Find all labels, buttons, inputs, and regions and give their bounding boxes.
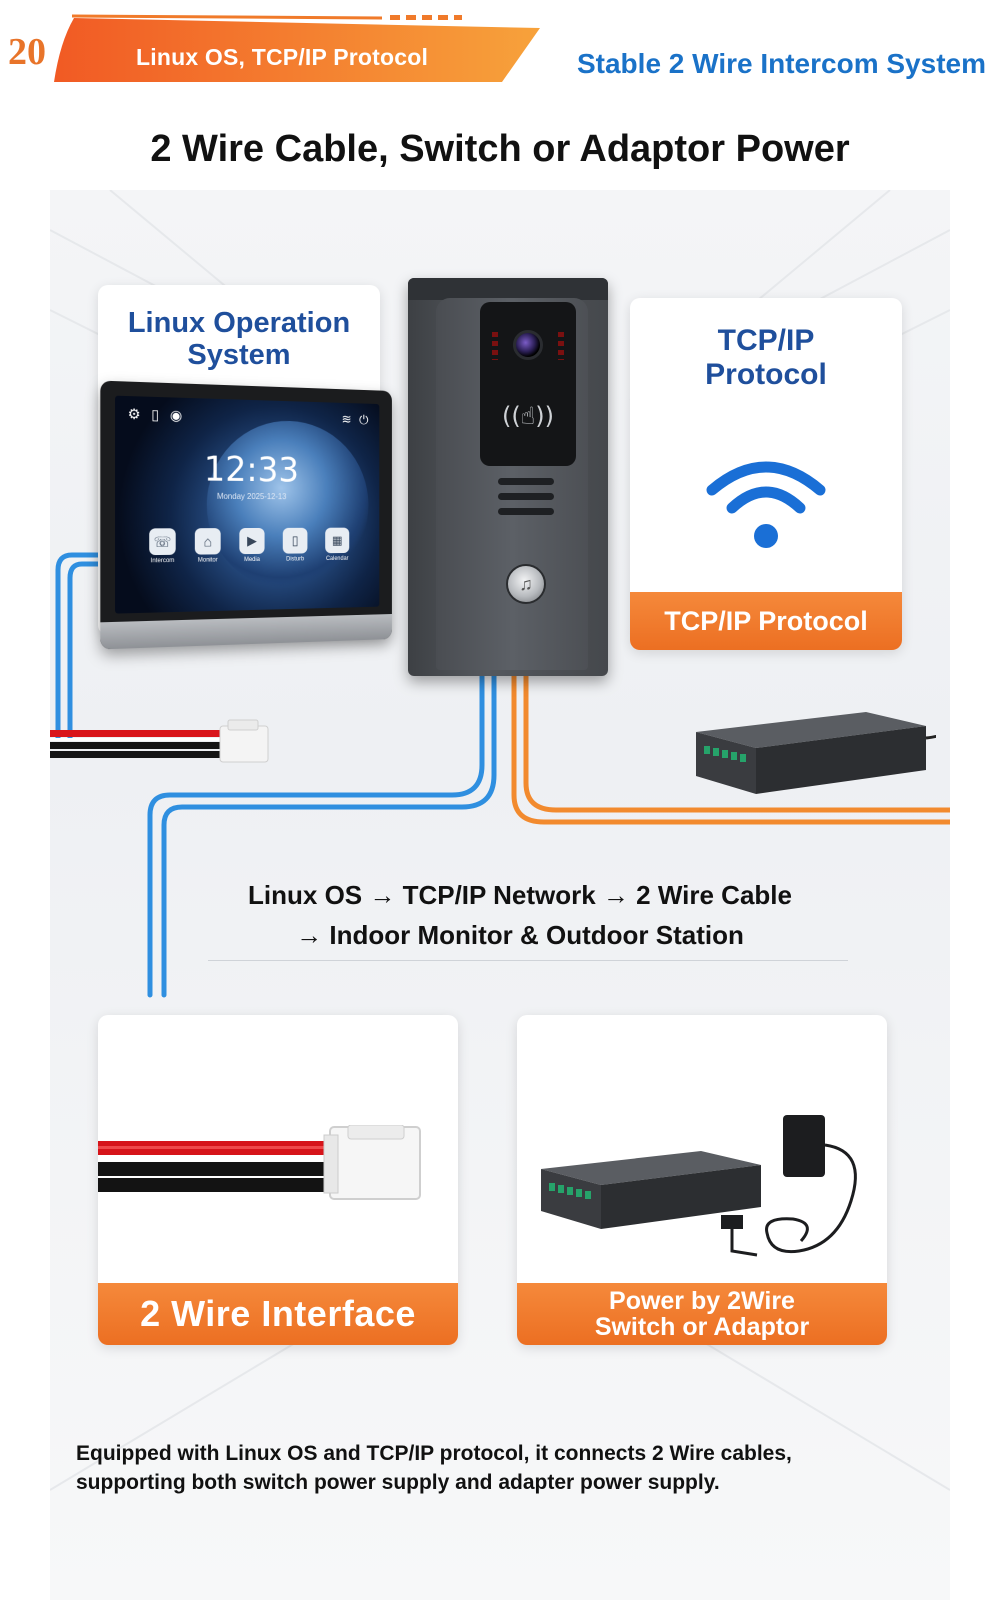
- app-media[interactable]: ▶ Media: [235, 528, 268, 563]
- bell-icon: ◉: [170, 408, 182, 425]
- tcp-card-title: TCP/IP Protocol: [630, 324, 902, 391]
- description: Equipped with Linux OS and TCP/IP protoc…: [76, 1440, 916, 1498]
- tcp-card: TCP/IP Protocol TCP/IP Protocol: [630, 298, 902, 650]
- wifi-icon: ≋: [342, 413, 352, 428]
- power-card: Power by 2Wire Switch or Adaptor: [517, 1015, 887, 1345]
- bell-icon: ♫: [519, 574, 533, 594]
- ir-leds: [492, 332, 498, 360]
- earth-glow: [207, 419, 369, 591]
- page-title: 2 Wire Cable, Switch or Adaptor Power: [0, 128, 1000, 171]
- speaker-grill: [498, 478, 554, 515]
- flow-line-2: → Indoor Monitor & Outdoor Station: [180, 920, 860, 951]
- indoor-monitor: ⚙ ▯ ◉ ≋ ⏻ 12:33 Monday 2025-12-13 ☏ Inte…: [100, 381, 392, 650]
- network-switch-icon: [686, 698, 916, 798]
- screen-time: 12:33: [115, 448, 379, 491]
- rfid-card-icon: ((☝)): [480, 402, 576, 430]
- power-card-bar: Power by 2Wire Switch or Adaptor: [517, 1283, 887, 1345]
- illustration-stage: Linux Operation System ⚙ ▯ ◉ ≋ ⏻ 12:33 M…: [50, 190, 950, 1600]
- wifi-icon: [704, 452, 828, 552]
- screen-date: Monday 2025-12-13: [115, 491, 379, 501]
- flow-divider: [208, 960, 848, 961]
- ir-leds-right: [558, 332, 564, 360]
- app-intercom[interactable]: ☏ Intercom: [145, 528, 180, 564]
- wire-interface-card: 2 Wire Interface: [98, 1015, 458, 1345]
- linux-card-title: Linux Operation System: [98, 307, 380, 372]
- doorbell-button[interactable]: ♫: [506, 564, 546, 604]
- app-calendar[interactable]: ▦ Calendar: [321, 528, 352, 562]
- phone-icon: ▯: [151, 407, 159, 424]
- gear-icon: ⚙: [128, 406, 141, 423]
- two-wire-connector: [98, 1125, 458, 1225]
- wifi-power-icons: ≋ ⏻: [342, 413, 369, 428]
- camera-lens-icon: [513, 330, 543, 360]
- header: 20 Linux OS, TCP/IP Protocol Stable 2 Wi…: [0, 0, 1000, 110]
- tcp-card-bar: TCP/IP Protocol: [630, 592, 902, 650]
- rain-hood: [408, 278, 608, 300]
- monitor-screen: ⚙ ▯ ◉ ≋ ⏻ 12:33 Monday 2025-12-13 ☏ Inte…: [115, 396, 379, 614]
- app-disturb[interactable]: ▯ Disturb: [279, 528, 311, 563]
- power-icon: ⏻: [359, 413, 368, 428]
- app-row: ☏ Intercom ⌂ Monitor ▶ Media ▯ Disturb ▦: [115, 528, 379, 565]
- camera-panel: ((☝)): [480, 302, 576, 466]
- page-number: 20: [8, 30, 46, 74]
- outdoor-door-station: ((☝)) ♫: [408, 278, 608, 678]
- wire-card-bar: 2 Wire Interface: [98, 1283, 458, 1345]
- flow-line-1: Linux OS → TCP/IP Network → 2 Wire Cable: [180, 880, 860, 911]
- status-icons: ⚙ ▯ ◉: [128, 406, 183, 424]
- tagline: Stable 2 Wire Intercom System: [577, 48, 986, 80]
- app-monitor[interactable]: ⌂ Monitor: [191, 528, 225, 564]
- ribbon-label: Linux OS, TCP/IP Protocol: [136, 44, 428, 71]
- switch-and-adaptor: [531, 1115, 881, 1285]
